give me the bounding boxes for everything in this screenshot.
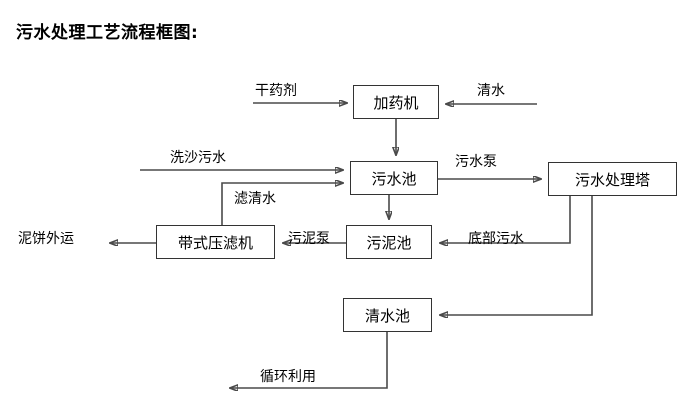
wire-tower-bottom-sewage-to-sludge-pool bbox=[440, 196, 571, 243]
node-label: 污水池 bbox=[371, 169, 417, 188]
edge-label-sludge-pump: 污泥泵 bbox=[288, 231, 330, 247]
edge-label-recycle-reuse: 循环利用 bbox=[260, 369, 316, 385]
edge-label-bottom-sewage: 底部污水 bbox=[468, 231, 524, 247]
edge-label-dry-chemical: 干药剂 bbox=[255, 83, 297, 99]
wire-filtered-water-to-wastewater-pool bbox=[221, 183, 343, 225]
node-dosing-machine[interactable]: 加药机 bbox=[353, 85, 439, 119]
edge-label-mud-cake-transport: 泥饼外运 bbox=[18, 231, 74, 247]
wire-tower-to-clean-water-pool bbox=[440, 196, 593, 315]
node-sludge-pool[interactable]: 污泥池 bbox=[346, 225, 432, 259]
node-wastewater-pool[interactable]: 污水池 bbox=[350, 161, 438, 195]
node-label: 带式压滤机 bbox=[177, 233, 253, 252]
node-label: 污泥池 bbox=[366, 233, 412, 252]
node-label: 清水池 bbox=[364, 306, 410, 325]
page-title: 污水处理工艺流程框图: bbox=[16, 23, 199, 43]
node-label: 加药机 bbox=[373, 93, 419, 112]
edge-label-sewage-pump: 污水泵 bbox=[455, 154, 497, 170]
edge-label-clean-water-in: 清水 bbox=[477, 83, 505, 99]
edge-label-sand-wash-sewage: 洗沙污水 bbox=[170, 150, 226, 166]
node-clean-water-pool[interactable]: 清水池 bbox=[343, 298, 432, 332]
node-label: 污水处理塔 bbox=[574, 170, 650, 189]
edge-label-filtered-water: 滤清水 bbox=[234, 191, 276, 207]
wire-clean-water-pool-to-recycle bbox=[230, 332, 388, 388]
node-treatment-tower[interactable]: 污水处理塔 bbox=[548, 162, 677, 196]
node-belt-filter-press[interactable]: 带式压滤机 bbox=[156, 225, 275, 259]
